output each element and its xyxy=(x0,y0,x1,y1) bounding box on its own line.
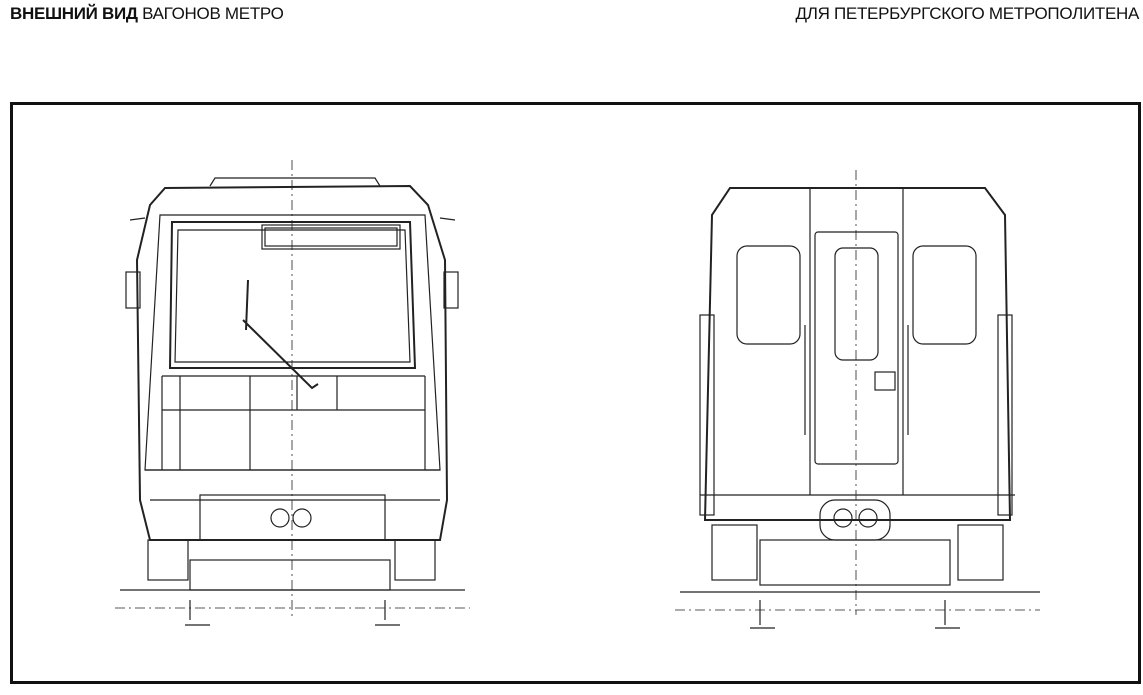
rear-car-view xyxy=(680,187,1040,629)
drawing-frame xyxy=(10,102,1141,684)
page-title: ВНЕШНИЙ ВИД ВАГОНОВ МЕТРО xyxy=(10,4,284,24)
front-car-view xyxy=(120,177,465,626)
page-subtitle: ДЛЯ ПЕТЕРБУРГСКОГО МЕТРОПОЛИТЕНА xyxy=(795,4,1140,23)
center-lines xyxy=(115,160,1040,620)
title-bold: ВНЕШНИЙ ВИД xyxy=(10,4,138,23)
title-rest: ВАГОНОВ МЕТРО xyxy=(142,4,284,23)
